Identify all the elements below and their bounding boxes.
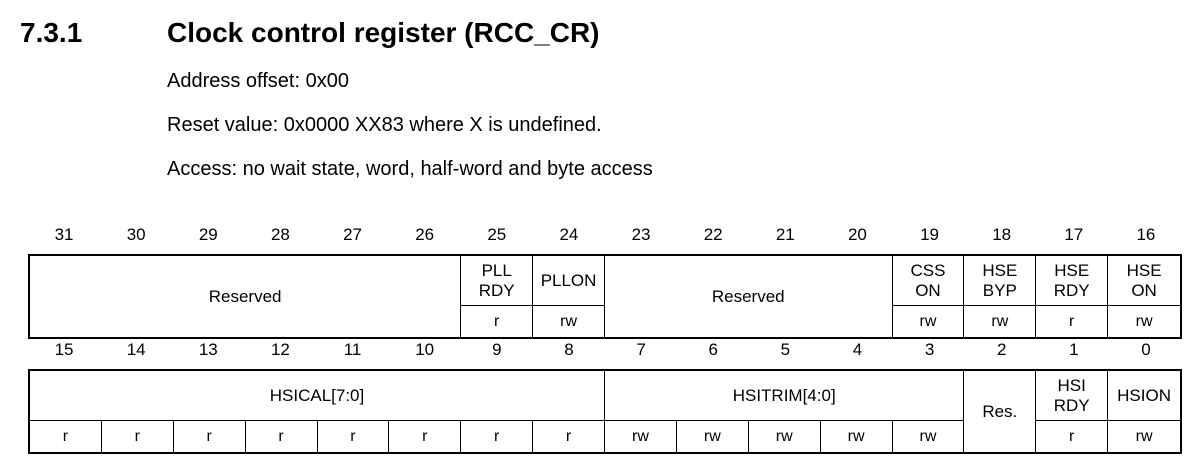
access-cell: r [461, 306, 534, 337]
bit-number: 9 [492, 340, 502, 359]
field-cell: HSION [1108, 371, 1180, 421]
field-cell: HSI RDY [1036, 371, 1109, 421]
access-cell: rw [605, 421, 677, 452]
access-cell: rw [677, 421, 749, 452]
bit-number: 5 [780, 340, 791, 359]
bit-numbers-row: 31 30 29 28 27 26 25 24 23 22 21 20 19 18 17 16 [28, 224, 1182, 246]
bit-number: 21 [775, 225, 795, 244]
access-line: Access: no wait state, word, half-word a… [167, 158, 653, 180]
field-cell: HSE RDY [1036, 256, 1109, 306]
bit-number: 19 [920, 225, 940, 244]
field-cell: PLL RDY [461, 256, 534, 306]
bit-number: 18 [992, 225, 1012, 244]
bit-number: 14 [126, 340, 146, 359]
bit-number: 23 [631, 225, 651, 244]
field-cell: HSITRIM[4:0] [605, 371, 965, 421]
bit-number: 4 [852, 340, 863, 359]
bit-number: 1 [1069, 340, 1079, 359]
access-cell: r [30, 421, 102, 452]
access-cell: rw [749, 421, 821, 452]
access-cell: r [318, 421, 390, 452]
access-cell: rw [1135, 312, 1153, 330]
access-cell: r [389, 421, 462, 452]
bit-number: 30 [126, 225, 146, 244]
bit-number: 2 [996, 340, 1007, 359]
bit-number: 27 [343, 225, 363, 244]
bit-number: 13 [198, 340, 218, 359]
bit-number: 3 [924, 340, 935, 359]
register-description-page: 7.3.1 Clock control register (RCC_CR) Ad… [0, 16, 1192, 473]
access-cell: rw [893, 306, 965, 337]
bit-number: 11 [343, 340, 362, 359]
bit-number: 6 [708, 340, 718, 359]
access-cell: r [174, 421, 246, 452]
field-cell: PLLON [533, 256, 605, 306]
field-cell: Reserved [605, 256, 893, 337]
access-cell: r [102, 421, 174, 452]
bit-number: 15 [54, 340, 74, 359]
bit-number: 17 [1064, 225, 1084, 244]
access-cell: rw [893, 421, 965, 452]
bit-number: 24 [559, 225, 579, 244]
field-cell: CSS ON [892, 256, 965, 306]
address-offset-line: Address offset: 0x00 [167, 70, 349, 92]
page-title: Clock control register (RCC_CR) [167, 17, 600, 48]
bit-number: 10 [415, 340, 435, 359]
access-cell: r [246, 421, 318, 452]
bit-number: 25 [487, 225, 507, 244]
field-cell: Reserved [30, 256, 462, 337]
access-cell: r [461, 421, 534, 452]
bit-number: 16 [1136, 225, 1156, 244]
bit-number: 26 [415, 225, 435, 244]
bit-number: 28 [270, 225, 290, 244]
field-cell: HSE ON [1108, 256, 1180, 306]
bit-number: 8 [564, 340, 574, 359]
bit-number: 31 [54, 225, 74, 244]
bit-number: 0 [1141, 340, 1151, 359]
field-cell: HSICAL[7:0] [30, 371, 605, 421]
access-cell: r [1036, 421, 1109, 452]
section-heading: 7.3.1 Clock control register (RCC_CR) [20, 16, 1192, 50]
bit-number: 20 [847, 225, 867, 244]
section-number: 7.3.1 [20, 17, 83, 48]
reset-value-line: Reset value: 0x0000 XX83 where X is unde… [167, 114, 602, 136]
bit-number: 7 [636, 340, 646, 359]
access-cell: r [1036, 306, 1109, 337]
field-cell: HSE BYP [964, 256, 1037, 306]
access-cell: rw [821, 421, 893, 452]
bit-number: 22 [703, 225, 723, 244]
field-cell: Res. [964, 371, 1037, 452]
access-cell: rw [964, 306, 1037, 337]
access-cell: rw [533, 306, 605, 337]
access-cell: r [533, 421, 605, 452]
bit-number: 29 [198, 225, 218, 244]
bit-number: 12 [270, 340, 290, 359]
access-cell: rw [1135, 427, 1153, 445]
